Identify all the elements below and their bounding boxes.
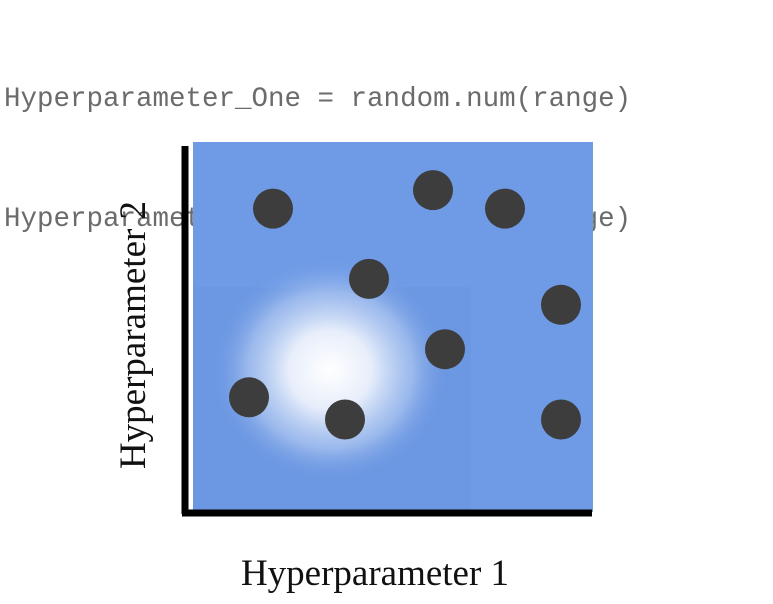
optimal-region-glow <box>212 258 448 482</box>
data-points <box>229 170 581 440</box>
data-point-3 <box>485 188 525 229</box>
data-point-7 <box>229 377 269 418</box>
code-line-hyperparameter-one: Hyperparameter_One = random.num(range) <box>4 84 632 115</box>
y-axis-title: Hyperparameter 2 <box>113 201 154 469</box>
data-point-2 <box>413 170 453 211</box>
data-point-1 <box>253 188 293 229</box>
data-point-6 <box>425 329 465 370</box>
data-point-9 <box>541 399 581 440</box>
data-point-4 <box>349 258 389 299</box>
data-point-8 <box>325 399 365 440</box>
x-axis-title: Hyperparameter 1 <box>240 553 510 594</box>
data-point-5 <box>541 284 581 325</box>
